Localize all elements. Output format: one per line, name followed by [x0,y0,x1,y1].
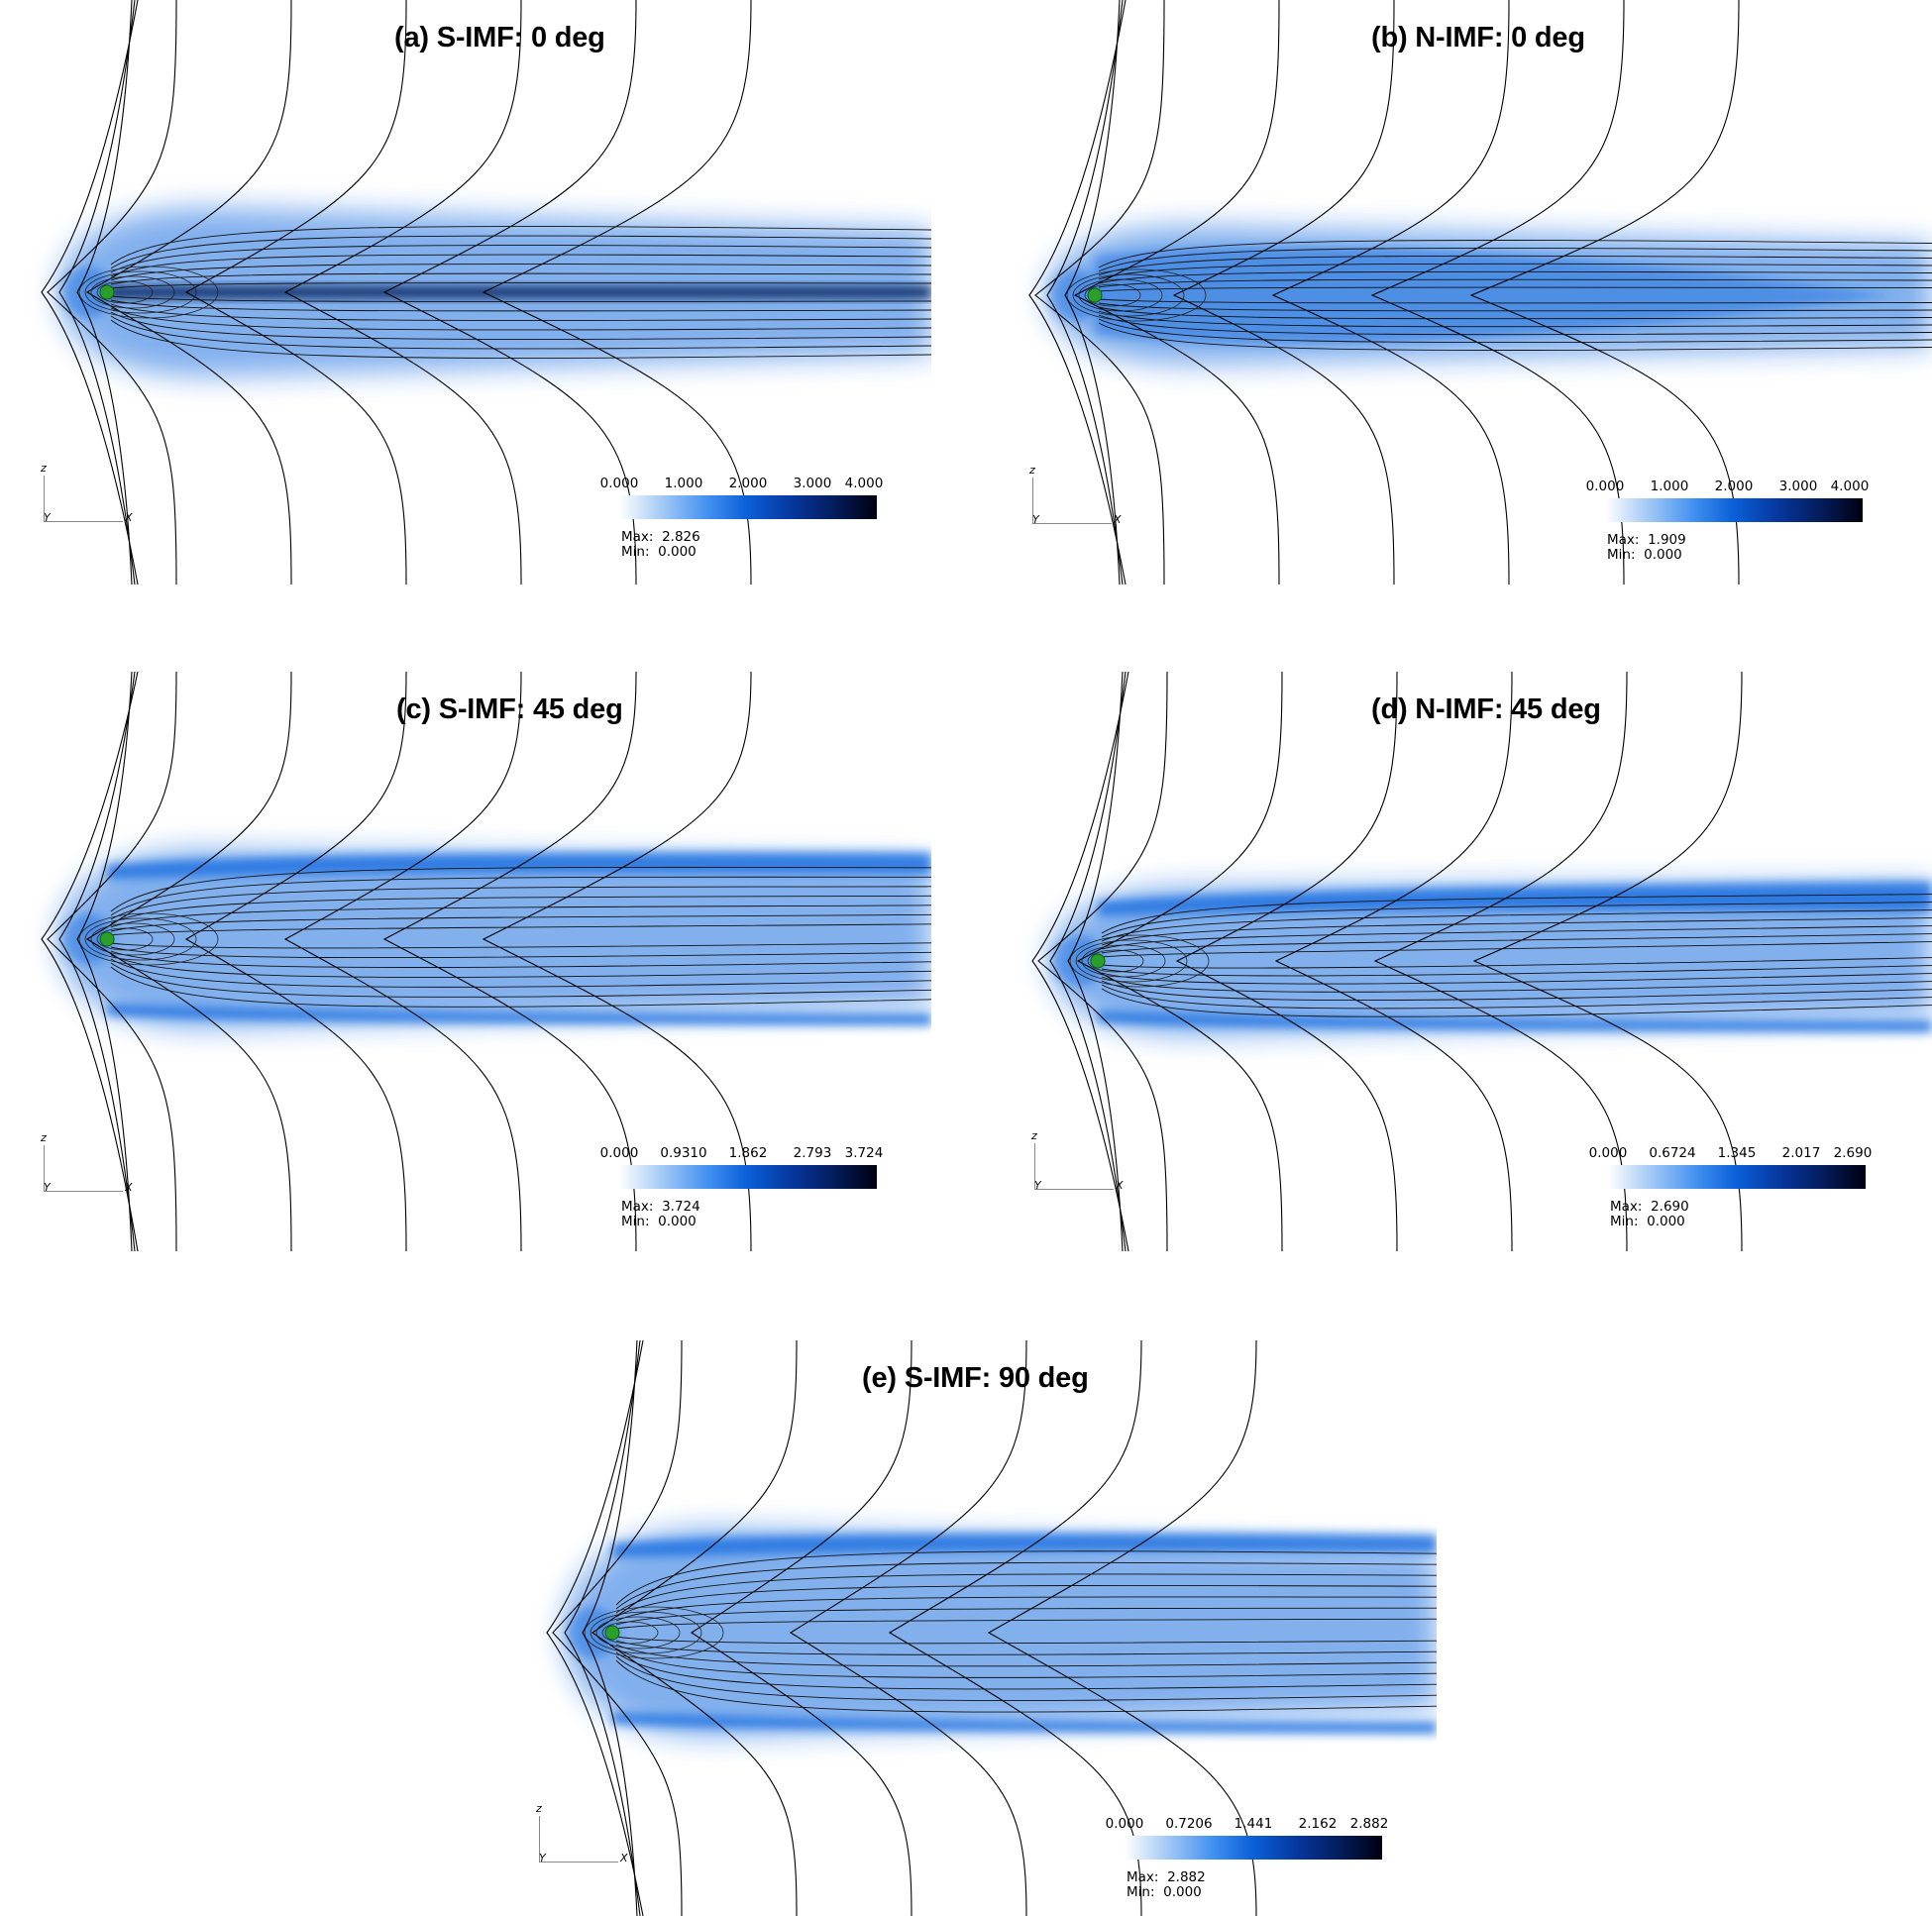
colorbar-tick: 0.7206 [1165,1816,1213,1832]
axis-y-label: Y [44,1181,51,1194]
axes-triad-e: z Y X [535,1802,629,1865]
colorbar-tick: 0.000 [1585,479,1625,494]
colorbar-tick: 4.000 [1830,479,1870,494]
colorbar-tick: 0.6724 [1649,1145,1696,1161]
colorbar-min: Min: 0.000 [1127,1884,1202,1900]
axis-x-label: X [1116,1179,1124,1192]
panel-title-d: (d) N-IMF: 45 deg [1371,693,1601,725]
colorbar-gradient [1605,498,1863,522]
axes-triad-a: z Y X [40,462,134,525]
colorbar-tick: 0.000 [599,476,639,491]
axis-y-label: Y [539,1852,546,1864]
colorbar-tick: 2.000 [1714,479,1754,494]
panel-d: (d) N-IMF: 45 deg z Y X 0.000 0.6724 1.3… [991,672,1932,1251]
colorbar-gradient [619,495,877,519]
colorbar-a: 0.000 1.000 2.000 3.000 4.000 Max: 2.826… [599,476,884,565]
colorbar-gradient [1608,1165,1866,1189]
colorbar-max: Max: 2.690 [1610,1199,1689,1215]
colorbar-d: 0.000 0.6724 1.345 2.017 2.690 Max: 2.69… [1588,1145,1873,1234]
colorbar-tick: 3.724 [844,1145,884,1161]
panel-title-b: (b) N-IMF: 0 deg [1371,22,1585,53]
axis-x-label: X [125,1181,133,1194]
axis-x-label: X [620,1852,628,1864]
colorbar-b: 0.000 1.000 2.000 3.000 4.000 Max: 1.909… [1585,479,1870,568]
colorbar-min: Min: 0.000 [621,544,697,560]
colorbar-max: Max: 1.909 [1607,532,1686,548]
colorbar-tick: 0.000 [1105,1816,1144,1832]
colorbar-min: Min: 0.000 [621,1214,697,1229]
colorbar-tick: 0.000 [1588,1145,1628,1161]
axis-y-label: Y [44,511,51,524]
colorbar-tick: 1.441 [1234,1816,1273,1832]
colorbar-min: Min: 0.000 [1607,547,1682,563]
colorbar-max: Max: 2.882 [1127,1869,1206,1885]
axis-y-label: Y [1034,1179,1041,1192]
colorbar-tick: 0.9310 [660,1145,707,1161]
axis-z-label: z [1029,464,1035,477]
colorbar-gradient [619,1165,877,1189]
axes-triad-c: z Y X [40,1131,134,1195]
colorbar-tick: 4.000 [844,476,884,491]
colorbar-gradient [1125,1836,1382,1860]
axis-z-label: z [41,462,47,475]
field-plot-d [1031,672,1932,1251]
field-plot-a [41,0,931,585]
panel-title-a: (a) S-IMF: 0 deg [394,22,605,53]
axis-x-label: X [125,511,133,524]
colorbar-tick: 3.000 [1778,479,1818,494]
axes-triad-d: z Y X [1030,1129,1125,1193]
axis-x-label: X [1114,513,1122,526]
colorbar-tick: 1.000 [664,476,703,491]
colorbar-tick: 1.862 [728,1145,768,1161]
colorbar-min: Min: 0.000 [1610,1214,1685,1229]
colorbar-tick: 0.000 [599,1145,639,1161]
colorbar-tick: 2.162 [1298,1816,1338,1832]
axis-z-label: z [41,1131,47,1144]
field-plot-b [1028,0,1932,585]
colorbar-tick: 2.017 [1781,1145,1821,1161]
field-plot-e [546,1340,1437,1916]
axes-triad-b: z Y X [1028,464,1123,527]
colorbar-tick: 1.345 [1717,1145,1757,1161]
field-plot-c [41,672,931,1251]
colorbar-tick: 2.882 [1349,1816,1389,1832]
colorbar-max: Max: 2.826 [621,529,700,545]
colorbar-tick: 1.000 [1650,479,1689,494]
colorbar-tick: 3.000 [793,476,832,491]
colorbar-tick: 2.000 [728,476,768,491]
colorbar-max: Max: 3.724 [621,1199,700,1215]
panel-b: (b) N-IMF: 0 deg z Y X 0.000 1.000 2.000… [991,0,1932,585]
colorbar-tick: 2.690 [1833,1145,1873,1161]
panel-title-e: (e) S-IMF: 90 deg [862,1362,1089,1394]
colorbar-e: 0.000 0.7206 1.441 2.162 2.882 Max: 2.88… [1105,1816,1389,1905]
panel-c: (c) S-IMF: 45 deg z Y X 0.000 0.9310 1.8… [0,672,931,1251]
axis-z-label: z [1031,1129,1037,1142]
panel-e: (e) S-IMF: 90 deg z Y X 0.000 0.7206 1.4… [505,1340,1437,1916]
colorbar-tick: 2.793 [793,1145,832,1161]
axis-y-label: Y [1032,513,1039,526]
axis-z-label: z [536,1802,542,1815]
panel-a: (a) S-IMF: 0 deg z Y X 0.000 1.000 2.000… [0,0,931,585]
panel-title-c: (c) S-IMF: 45 deg [396,693,623,725]
colorbar-c: 0.000 0.9310 1.862 2.793 3.724 Max: 3.72… [599,1145,884,1234]
